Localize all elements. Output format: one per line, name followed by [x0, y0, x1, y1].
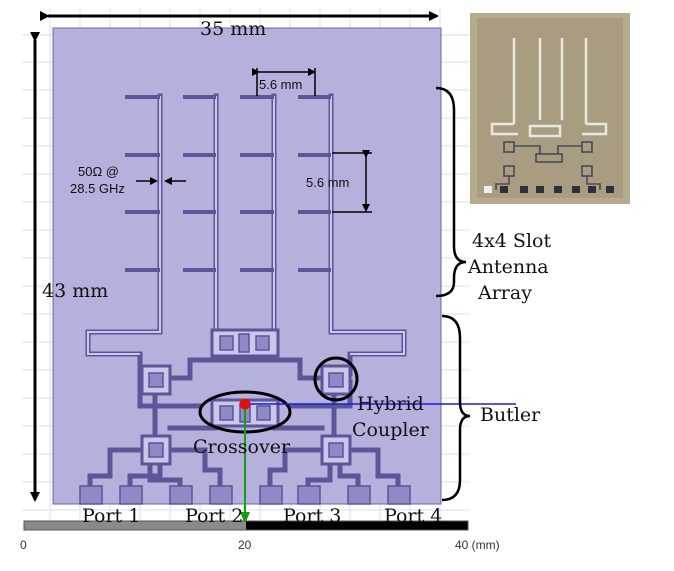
impedance-label-line1: 50Ω @	[78, 164, 119, 179]
slot-spacing-h-label: 5.6 mm	[259, 77, 303, 92]
ruler-tick-40: 40 (mm)	[455, 538, 500, 552]
green-axis-arrowhead	[240, 512, 250, 524]
crossover-label: Crossover	[193, 436, 291, 458]
port-4-label: Port 4	[384, 505, 443, 527]
port-pads	[79, 485, 411, 505]
impedance-label-line2: 28.5 GHz	[70, 181, 125, 196]
port-2-label: Port 2	[185, 505, 244, 527]
array-label-line3: Array	[478, 282, 532, 304]
width-label: 35 mm	[200, 18, 267, 40]
origin-marker	[239, 398, 251, 410]
top-combiner	[210, 328, 280, 358]
ruler-tick-0: 0	[20, 538, 27, 552]
prototype-photo	[470, 13, 630, 204]
hybrid-label-line1: Hybrid	[357, 393, 424, 415]
hybrid-callout	[313, 356, 359, 402]
hybrid-coupler-inner	[148, 372, 344, 458]
array-brace	[435, 86, 467, 298]
array-label-line1: 4x4 Slot	[472, 230, 552, 252]
slot-stubs	[125, 95, 331, 272]
port-1-label: Port 1	[82, 505, 141, 527]
height-label: 43 mm	[42, 280, 109, 302]
port-3-label: Port 3	[283, 505, 342, 527]
slot-spacing-v-label: 5.6 mm	[306, 175, 350, 190]
ruler-tick-20: 20	[238, 538, 252, 552]
scale-ruler	[23, 520, 469, 531]
array-label-line2: Antenna	[468, 256, 549, 278]
butler-brace	[441, 314, 471, 502]
hybrid-label-line2: Coupler	[352, 419, 429, 441]
butler-label: Butler	[480, 404, 541, 426]
